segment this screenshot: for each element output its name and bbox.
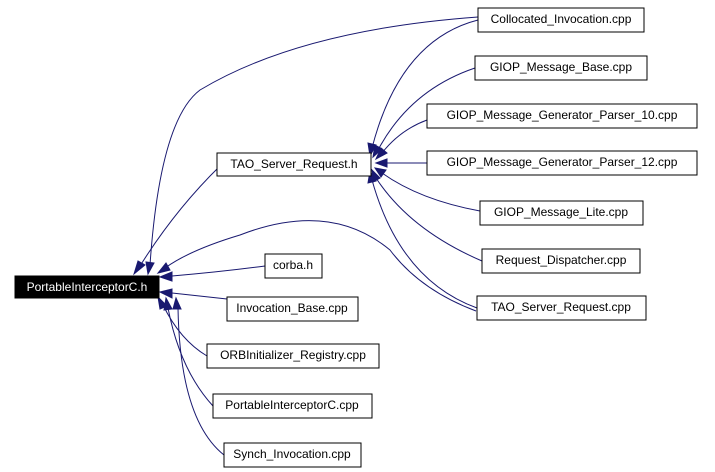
node-giop-parser-12-cpp[interactable]: GIOP_Message_Generator_Parser_12.cpp [426, 150, 698, 176]
edge-arrowhead [156, 262, 171, 274]
edges [133, 16, 483, 456]
node-label: GIOP_Message_Generator_Parser_12.cpp [447, 155, 678, 169]
node-giop-message-lite-cpp[interactable]: GIOP_Message_Lite.cpp [479, 200, 644, 226]
edge-arrowhead [158, 288, 173, 299]
node-collocated-invocation-cpp[interactable]: Collocated_Invocation.cpp [477, 7, 645, 33]
node-label: GIOP_Message_Generator_Parser_10.cpp [447, 108, 678, 122]
edge-arrowhead [374, 158, 388, 168]
edge-corba-h-to-root [171, 265, 266, 277]
edge-orbinitializer-to-root [162, 304, 208, 357]
edge-invocation-base-to-root [171, 292, 228, 300]
node-label: PortableInterceptorC.h [27, 280, 148, 294]
edge-arrowhead [158, 271, 173, 282]
edge-tao-request-cpp-to-tao-h [371, 179, 478, 309]
edge-arrowhead [372, 144, 383, 159]
edge-arrowhead [374, 147, 388, 161]
edge-arrowhead [172, 296, 182, 310]
node-giop-message-base-cpp[interactable]: GIOP_Message_Base.cpp [474, 55, 648, 81]
node-giop-parser-10-cpp[interactable]: GIOP_Message_Generator_Parser_10.cpp [426, 103, 698, 129]
edge-tao-server-request-cpp-to-root [164, 220, 477, 312]
node-label: TAO_Server_Request.cpp [491, 300, 631, 314]
node-label: GIOP_Message_Lite.cpp [494, 205, 628, 219]
edge-giop-base-to-tao-h [377, 67, 476, 151]
node-request-dispatcher-cpp[interactable]: Request_Dispatcher.cpp [481, 248, 641, 274]
node-label: Invocation_Base.cpp [236, 301, 348, 315]
node-label: corba.h [273, 258, 313, 272]
node-corba-h[interactable]: corba.h [264, 253, 323, 279]
node-orbinitializer-registry-cpp[interactable]: ORBInitializer_Registry.cpp [206, 343, 380, 369]
edge-collocated-to-tao-h [371, 19, 479, 149]
node-synch-invocation-cpp[interactable]: Synch_Invocation.cpp [223, 442, 362, 468]
node-tao-server-request-cpp[interactable]: TAO_Server_Request.cpp [476, 295, 647, 321]
edge-giop-10-to-tao-h [381, 119, 428, 154]
edge-collocated-invocation-to-root [149, 16, 479, 266]
edge-tao-server-request-h-to-root [139, 165, 221, 267]
edge-portableinterceptorc-cpp-to-root [167, 307, 214, 407]
node-label: GIOP_Message_Base.cpp [490, 60, 632, 74]
node-tao-server-request-h[interactable]: TAO_Server_Request.h [216, 152, 372, 177]
node-portableinterceptorc-cpp[interactable]: PortableInterceptorC.cpp [212, 393, 373, 419]
node-invocation-base-cpp[interactable]: Invocation_Base.cpp [226, 296, 359, 322]
node-label: Request_Dispatcher.cpp [496, 253, 627, 267]
edge-giop-lite-to-tao-h [381, 172, 481, 212]
node-root[interactable]: PortableInterceptorC.h [14, 275, 160, 299]
edge-request-dispatcher-to-tao-h [375, 177, 483, 262]
node-label: TAO_Server_Request.h [230, 157, 357, 171]
node-label: Synch_Invocation.cpp [233, 447, 351, 461]
edge-arrowhead [373, 167, 387, 178]
node-label: Collocated_Invocation.cpp [491, 12, 632, 26]
edge-arrowhead [163, 296, 173, 311]
edge-arrowhead [133, 260, 146, 276]
edge-synch-invocation-to-root [177, 307, 225, 456]
edge-arrowhead [145, 261, 155, 276]
nodes: PortableInterceptorC.h TAO_Server_Reques… [14, 7, 698, 468]
node-label: ORBInitializer_Registry.cpp [220, 348, 366, 362]
node-label: PortableInterceptorC.cpp [225, 398, 359, 412]
